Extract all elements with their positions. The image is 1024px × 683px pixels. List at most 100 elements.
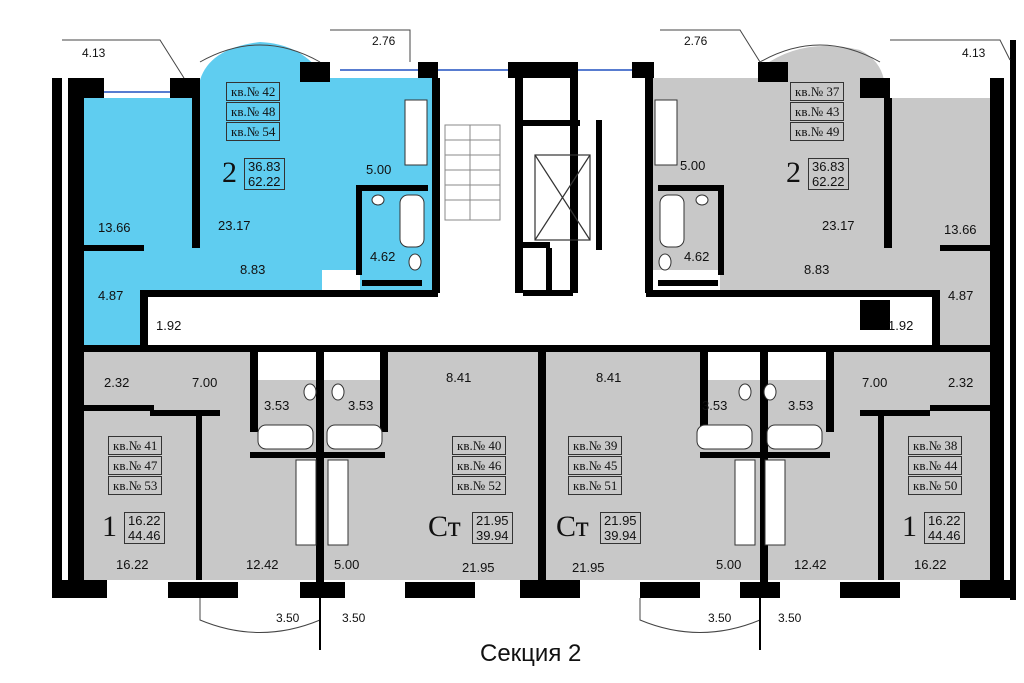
dim-top-left: 4.13 — [82, 46, 106, 60]
living-area: 36.83 — [812, 159, 845, 174]
apartment-number: кв.№ 51 — [568, 476, 623, 495]
staircase — [444, 124, 501, 221]
apartment-number: кв.№ 45 — [568, 456, 623, 475]
room-area: 23.17 — [218, 218, 251, 233]
dim-bottom-4: 3.50 — [778, 611, 802, 625]
dim-top-right: 4.13 — [962, 46, 986, 60]
apartment-numbers-38: кв.№ 38 кв.№ 44 кв.№ 50 — [908, 436, 963, 496]
apartment-40-area[interactable] — [380, 352, 540, 580]
room-area: 4.62 — [684, 249, 710, 264]
area-box: 36.83 62.22 — [244, 158, 285, 190]
apartment-number: кв.№ 37 — [790, 82, 845, 101]
apartment-number: кв.№ 53 — [108, 476, 163, 495]
dim-bottom-1: 3.50 — [276, 611, 300, 625]
apartment-numbers-41: кв.№ 41 кв.№ 47 кв.№ 53 — [108, 436, 163, 496]
apartment-number: кв.№ 44 — [908, 456, 963, 475]
area-box: 16.22 44.46 — [924, 512, 965, 544]
room-area: 8.83 — [804, 262, 830, 277]
room-area: 16.22 — [116, 557, 149, 572]
room-area: 8.41 — [596, 370, 622, 385]
room-count: 1 — [102, 510, 117, 543]
room-area: 5.00 — [334, 557, 360, 572]
room-count: Ст — [556, 510, 589, 543]
area-box: 21.95 39.94 — [600, 512, 641, 544]
room-area: 3.53 — [264, 398, 290, 413]
apartment-number: кв.№ 42 — [226, 82, 281, 101]
room-area: 23.17 — [822, 218, 855, 233]
room-area: 2.32 — [104, 375, 130, 390]
total-area: 44.46 — [928, 528, 961, 543]
area-box: 16.22 44.46 — [124, 512, 165, 544]
apartment-numbers-39: кв.№ 39 кв.№ 45 кв.№ 51 — [568, 436, 623, 496]
room-area: 16.22 — [914, 557, 947, 572]
dim-bottom-3: 3.50 — [708, 611, 732, 625]
apartment-number: кв.№ 40 — [452, 436, 507, 455]
living-area: 36.83 — [248, 159, 281, 174]
room-count: 2 — [222, 156, 237, 189]
room-area: 5.00 — [366, 162, 392, 177]
apartment-number: кв.№ 48 — [226, 102, 281, 121]
living-area: 21.95 — [604, 513, 637, 528]
apartment-number: кв.№ 47 — [108, 456, 163, 475]
dim-top-left-b: 2.76 — [372, 34, 396, 48]
section-title: Секция 2 — [480, 640, 582, 667]
living-area: 16.22 — [928, 513, 961, 528]
room-area: 4.87 — [98, 288, 124, 303]
room-area: 12.42 — [794, 557, 827, 572]
living-area: 16.22 — [128, 513, 161, 528]
room-area: 13.66 — [944, 222, 977, 237]
apartment-number: кв.№ 43 — [790, 102, 845, 121]
room-area: 1.92 — [888, 318, 914, 333]
apartment-number: кв.№ 54 — [226, 122, 281, 141]
room-area: 8.83 — [240, 262, 266, 277]
elevator — [534, 154, 591, 241]
room-area: 21.95 — [462, 560, 495, 575]
total-area: 39.94 — [476, 528, 509, 543]
apartment-number: кв.№ 50 — [908, 476, 963, 495]
total-area: 39.94 — [604, 528, 637, 543]
apartment-number: кв.№ 39 — [568, 436, 623, 455]
dim-top-right-b: 2.76 — [684, 34, 708, 48]
area-box: 36.83 62.22 — [808, 158, 849, 190]
total-area: 62.22 — [812, 174, 845, 189]
room-area: 7.00 — [192, 375, 218, 390]
bathroom-fixtures — [257, 99, 823, 546]
room-area: 4.62 — [370, 249, 396, 264]
apartment-number: кв.№ 46 — [452, 456, 507, 475]
room-area: 5.00 — [680, 158, 706, 173]
apartment-42-highlight[interactable] — [84, 42, 432, 350]
room-area: 8.41 — [446, 370, 472, 385]
total-area: 44.46 — [128, 528, 161, 543]
room-area: 5.00 — [716, 557, 742, 572]
apartment-numbers-42: кв.№ 42 кв.№ 48 кв.№ 54 — [226, 82, 281, 142]
apartment-number: кв.№ 49 — [790, 122, 845, 141]
room-area: 1.92 — [156, 318, 182, 333]
room-area: 3.53 — [788, 398, 814, 413]
room-area: 7.00 — [862, 375, 888, 390]
apartment-numbers-40: кв.№ 40 кв.№ 46 кв.№ 52 — [452, 436, 507, 496]
living-area: 21.95 — [476, 513, 509, 528]
apartment-numbers-37: кв.№ 37 кв.№ 43 кв.№ 49 — [790, 82, 845, 142]
window-marks — [104, 69, 632, 93]
room-area: 21.95 — [572, 560, 605, 575]
bay-windows — [62, 29, 1011, 650]
interior-walls — [84, 78, 990, 582]
room-area: 4.87 — [948, 288, 974, 303]
total-area: 62.22 — [248, 174, 281, 189]
room-area: 13.66 — [98, 220, 131, 235]
room-count: Ст — [428, 510, 461, 543]
room-area: 3.53 — [348, 398, 374, 413]
apartment-37-area[interactable] — [652, 45, 990, 351]
dim-bottom-2: 3.50 — [342, 611, 366, 625]
room-count: 2 — [786, 156, 801, 189]
room-area: 12.42 — [246, 557, 279, 572]
apartment-number: кв.№ 52 — [452, 476, 507, 495]
room-count: 1 — [902, 510, 917, 543]
apartment-number: кв.№ 41 — [108, 436, 163, 455]
apartment-number: кв.№ 38 — [908, 436, 963, 455]
room-area: 2.32 — [948, 375, 974, 390]
apartment-39-area[interactable] — [545, 352, 705, 580]
area-box: 21.95 39.94 — [472, 512, 513, 544]
room-area: 3.53 — [702, 398, 728, 413]
